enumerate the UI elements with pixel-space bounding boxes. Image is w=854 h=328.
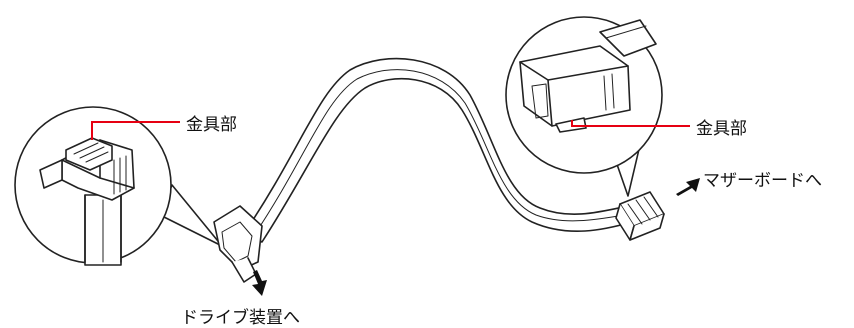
leader-lines	[91, 120, 690, 140]
left-metal-part-label: 金具部	[186, 115, 237, 135]
right-metal-part-label: 金具部	[696, 119, 747, 139]
to-motherboard-arrow-icon	[676, 178, 700, 196]
motherboard-connector	[615, 191, 665, 241]
left-leader-line	[91, 121, 180, 140]
to-motherboard-label: マザーボードへ	[703, 171, 822, 191]
right-leader-line	[571, 120, 690, 127]
left-detail-callout	[14, 106, 223, 266]
right-detail-callout	[505, 16, 663, 197]
drive-connector	[213, 205, 263, 283]
to-drive-label: ドライブ装置へ	[181, 308, 300, 328]
to-drive-arrow-icon	[252, 270, 267, 296]
